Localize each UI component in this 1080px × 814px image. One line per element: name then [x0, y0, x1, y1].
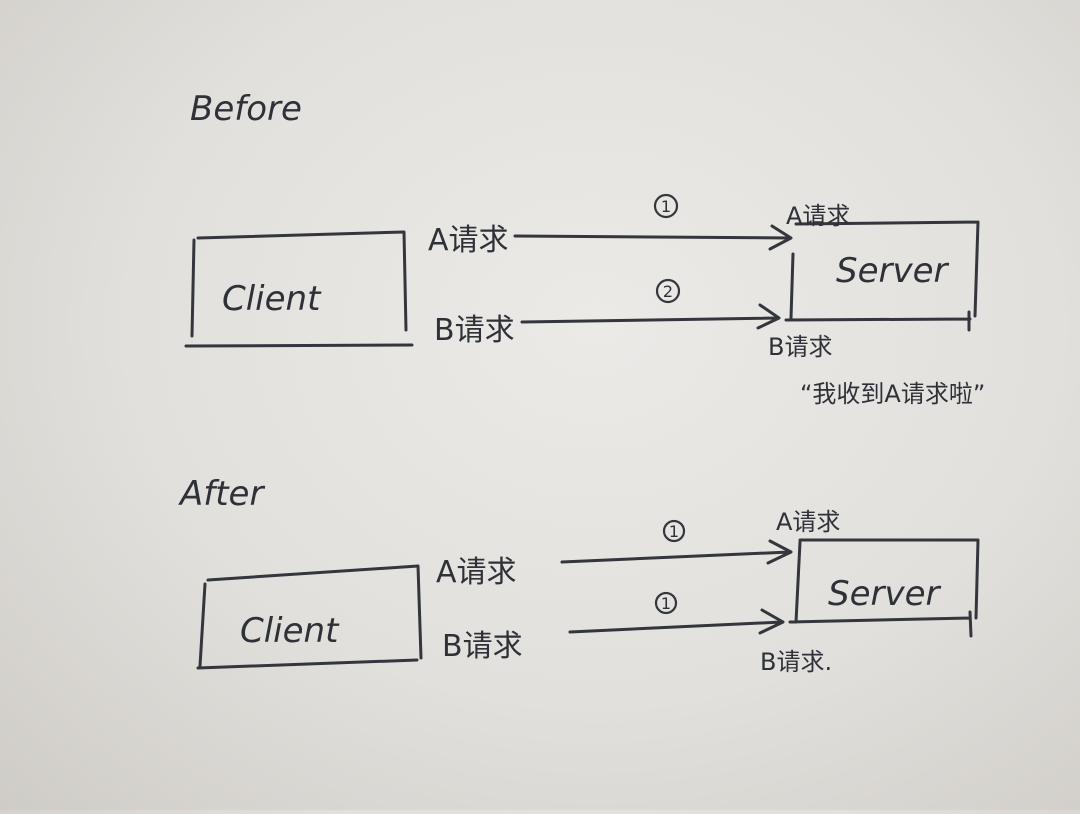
after-server-box [788, 538, 980, 638]
after-client-box [196, 564, 423, 670]
after-arrow-b [568, 608, 785, 635]
before-server-note: “我收到A请求啦” [800, 380, 985, 408]
after-server-label: Server [828, 574, 942, 614]
after-request-a-label: A请求 [436, 555, 517, 590]
after-title: After [178, 474, 265, 514]
after-step-b-marker [654, 591, 678, 615]
before-step-a-marker [653, 193, 679, 219]
before-step-a-number: 1 [661, 197, 671, 216]
after-step-b-number: 1 [661, 594, 671, 613]
before-server-label: Server [836, 251, 950, 291]
after-server-a-label: A请求 [776, 508, 840, 536]
before-client-label: Client [222, 279, 322, 319]
after-step-a-marker [662, 519, 686, 543]
before-server-b-label: B请求 [768, 333, 832, 361]
after-section: After Client A请求 B请求 1 1 Server A请求 B请求. [178, 474, 980, 676]
before-step-b-number: 2 [663, 282, 673, 301]
before-client-box [184, 230, 414, 348]
after-arrow-a [560, 539, 793, 565]
before-request-a-label: A请求 [428, 223, 509, 258]
after-step-a-number: 1 [669, 522, 679, 541]
before-server-box [784, 220, 980, 332]
after-request-b-label: B请求 [442, 629, 523, 664]
before-title: Before [190, 89, 302, 129]
before-arrow-b [520, 303, 781, 330]
before-request-b-label: B请求 [434, 313, 515, 348]
before-server-a-label: A请求 [786, 202, 850, 230]
before-arrow-a [513, 224, 793, 251]
after-client-label: Client [240, 611, 340, 651]
before-step-b-marker [655, 278, 681, 304]
before-section: Before Client A请求 B请求 1 2 Server A请求 B请求… [184, 89, 985, 408]
after-server-b-label: B请求. [760, 648, 832, 676]
